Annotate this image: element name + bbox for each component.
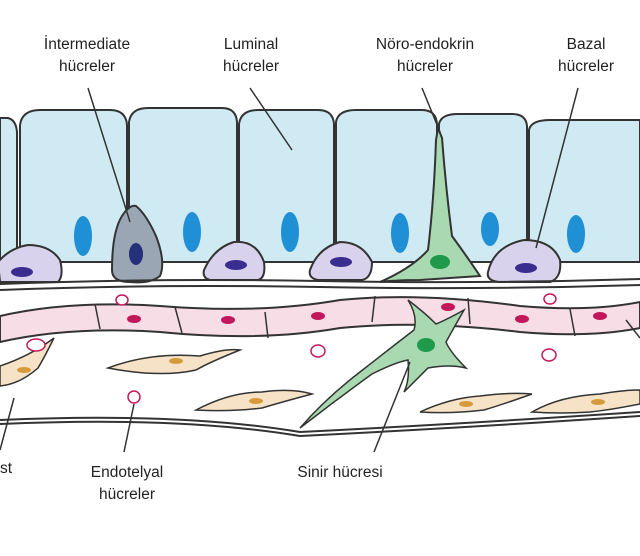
luminal-cell (128, 107, 238, 263)
basal-nucleus (515, 263, 537, 273)
endothelial-nucleus (593, 312, 607, 320)
fibroblast-nuclei (17, 358, 605, 407)
endothelial-nucleus (311, 312, 325, 320)
intermediate-nucleus (129, 243, 143, 265)
endothelial-cell-dividers (94, 295, 576, 339)
pointer-intermediate (87, 87, 131, 223)
pointer-basal (535, 87, 579, 249)
luminal-cell (19, 109, 128, 263)
basal-nucleus (330, 257, 352, 267)
endothelial-rings (26, 293, 557, 404)
luminal-nucleus (481, 212, 499, 246)
ring (310, 344, 326, 358)
nerve-cell (299, 299, 469, 429)
label-pointers (0, 87, 640, 453)
fibroblast-nucleus (249, 398, 263, 404)
basement-membrane (0, 278, 640, 291)
endothelial-nucleus (515, 315, 529, 323)
pointer-endothelial (123, 403, 135, 453)
ring (26, 338, 46, 352)
endothelial-nucleus (127, 315, 141, 323)
basal-nuclei (11, 257, 537, 277)
fibroblast-nucleus (591, 399, 605, 405)
luminal-nucleus (281, 212, 299, 252)
label-fibroblast-partial: st (0, 460, 13, 477)
pointer-right-edge (625, 319, 640, 339)
label-neuroendocrine-cells: Nöro-endokrin hücreler (375, 36, 475, 75)
stroma-boundary (0, 411, 640, 438)
label-nerve-cell: Sinir hücresi (297, 464, 383, 481)
basal-nucleus (11, 267, 33, 277)
luminal-cell (528, 119, 640, 263)
pointer-neuroendocrine (421, 87, 441, 133)
luminal-cell (0, 117, 18, 263)
ring (115, 294, 129, 306)
luminal-cell (238, 109, 335, 263)
label-endothelial-cells: Endotelyal hücreler (90, 464, 164, 503)
label-intermediate-cells: İntermediate hücreler (43, 36, 131, 75)
pointer-luminal (249, 87, 293, 151)
fibroblast-nucleus (169, 358, 183, 364)
luminal-nucleus (74, 216, 92, 256)
label-basal-cells: Bazal hücreler (558, 36, 614, 75)
ring (541, 348, 557, 362)
endothelial-nucleus (221, 316, 235, 324)
luminal-nucleus (567, 215, 585, 253)
pointer-nerve (373, 361, 411, 453)
neuroendocrine-cell (379, 124, 482, 283)
basal-nucleus (225, 260, 247, 270)
endothelial-nucleus (441, 303, 455, 311)
fibroblast-nucleus (17, 367, 31, 373)
luminal-nuclei (74, 212, 585, 256)
fibroblast (419, 392, 533, 414)
basal-cell (486, 238, 562, 283)
ring (127, 390, 141, 404)
luminal-cell (438, 113, 528, 263)
nerve-nucleus (417, 338, 435, 352)
endothelial-nuclei (127, 303, 607, 324)
label-luminal-cells: Luminal hücreler (223, 36, 279, 75)
pointer-fibroblast (0, 397, 15, 451)
neuroendocrine-nucleus (430, 255, 450, 269)
luminal-nucleus (183, 212, 201, 252)
fibroblast-nucleus (459, 401, 473, 407)
ring (543, 293, 557, 305)
fibroblast (529, 389, 640, 414)
luminal-cell (335, 109, 438, 263)
luminal-nucleus (391, 213, 409, 253)
luminal-cell-row (0, 107, 640, 263)
